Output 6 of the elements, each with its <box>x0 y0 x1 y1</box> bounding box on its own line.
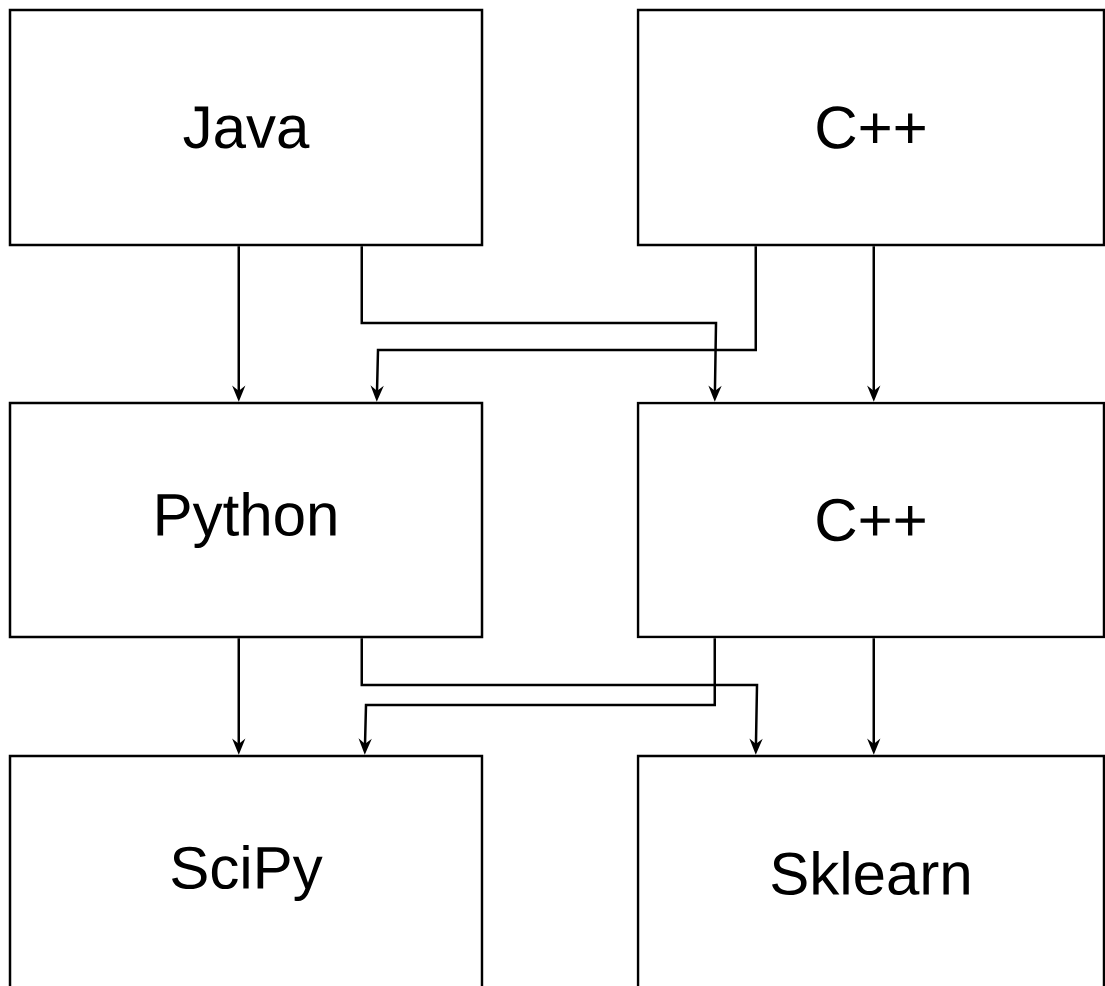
process-box: SciPy <box>8 754 484 986</box>
process-box: C++ <box>636 401 1105 639</box>
process-box: C++ <box>636 8 1105 247</box>
process-box: Sklearn <box>636 754 1105 986</box>
process-box: Java <box>8 8 484 247</box>
process-box: Python <box>8 401 484 639</box>
